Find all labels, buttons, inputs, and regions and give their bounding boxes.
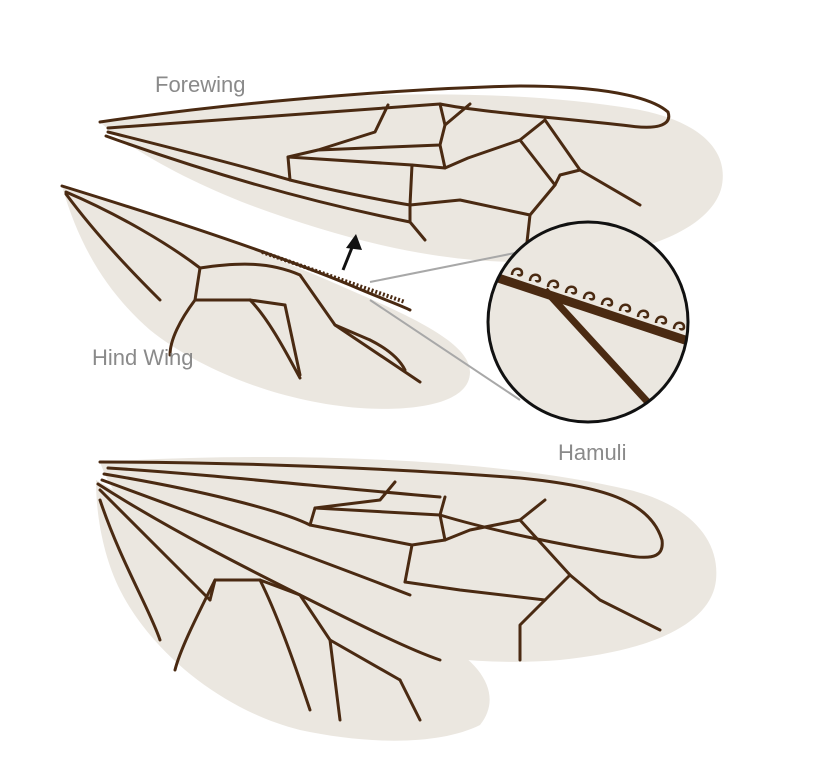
hamuli-hooks bbox=[510, 267, 686, 331]
forewing-veins bbox=[98, 84, 671, 262]
hind-wing-veins bbox=[60, 184, 422, 384]
coupled-veins bbox=[96, 460, 664, 722]
arrow-icon bbox=[341, 234, 362, 271]
hind-wing-label: Hind Wing bbox=[92, 345, 194, 370]
hamuli-magnifier bbox=[486, 220, 690, 424]
forewing bbox=[98, 84, 723, 263]
magnifier-pointer-lines bbox=[369, 251, 521, 401]
hamuli-label: Hamuli bbox=[558, 440, 627, 465]
hind-wing bbox=[60, 184, 470, 409]
forewing-label: Forewing bbox=[155, 72, 246, 97]
hamuli-row bbox=[261, 250, 406, 304]
coupled-wings bbox=[96, 457, 717, 741]
